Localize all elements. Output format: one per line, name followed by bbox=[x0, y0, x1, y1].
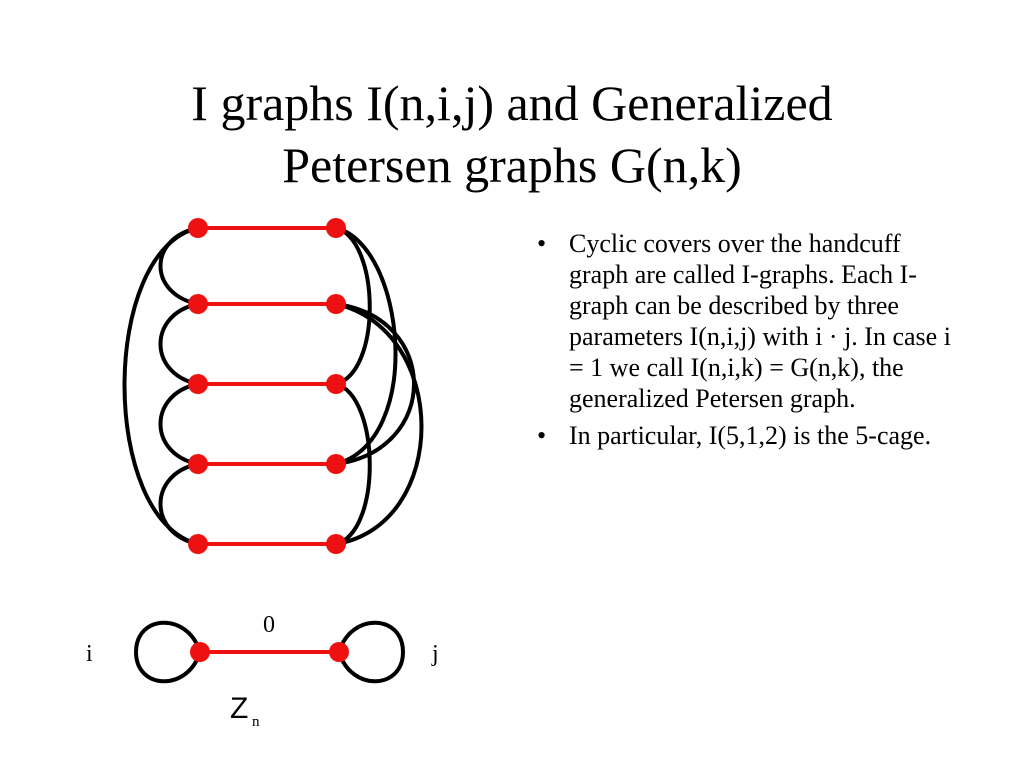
outer-vertex-5 bbox=[326, 534, 346, 554]
outer-arc-2-4 bbox=[335, 302, 416, 466]
inner-arc-5-1 bbox=[122, 226, 199, 546]
bullet-dot: • bbox=[537, 229, 547, 258]
outer-vertex-4 bbox=[326, 454, 346, 474]
inner-vertex-3 bbox=[188, 374, 208, 394]
inner-vertex-1 bbox=[188, 218, 208, 238]
outer-vertex-1 bbox=[326, 218, 346, 238]
graph-vertices bbox=[188, 218, 346, 554]
bullet-item-2: • In particular, I(5,1,2) is the 5-cage. bbox=[535, 420, 955, 451]
group-label-subscript: n bbox=[252, 714, 260, 730]
outer-cycle-edges bbox=[335, 226, 424, 546]
handcuff-edge-label: 0 bbox=[263, 612, 275, 638]
slide-title-line-1: I graphs I(n,i,j) and Generalized bbox=[191, 75, 833, 131]
inner-cycle-edges bbox=[122, 226, 199, 546]
handcuff-right-loop-label: j bbox=[431, 641, 439, 667]
handcuff-right-vertex bbox=[329, 642, 349, 662]
outer-arc-2-5 bbox=[335, 302, 424, 546]
bullet-item-1: • Cyclic covers over the handcuff graph … bbox=[535, 228, 955, 414]
inner-vertex-5 bbox=[188, 534, 208, 554]
group-label: Z bbox=[230, 692, 248, 725]
handcuff-graph: i j 0 Z n bbox=[86, 612, 439, 730]
outer-vertex-3 bbox=[326, 374, 346, 394]
inner-arc-4-5 bbox=[158, 462, 199, 546]
handcuff-left-vertex bbox=[190, 642, 210, 662]
slide-title: I graphs I(n,i,j) and Generalized Peters… bbox=[0, 72, 1024, 196]
inner-arc-3-4 bbox=[158, 382, 199, 466]
inner-arc-2-3 bbox=[158, 302, 199, 386]
bullet-list: • Cyclic covers over the handcuff graph … bbox=[535, 228, 955, 457]
bullet-text-1: Cyclic covers over the handcuff graph ar… bbox=[569, 229, 951, 413]
inner-vertex-2 bbox=[188, 294, 208, 314]
outer-vertex-2 bbox=[326, 294, 346, 314]
inner-vertex-4 bbox=[188, 454, 208, 474]
slide-title-line-2: Petersen graphs G(n,k) bbox=[282, 137, 742, 193]
bullet-dot: • bbox=[537, 421, 547, 450]
outer-arc-3-5 bbox=[335, 382, 372, 546]
inner-arc-1-2 bbox=[158, 226, 199, 306]
handcuff-right-loop bbox=[337, 620, 406, 684]
bullet-text-2: In particular, I(5,1,2) is the 5-cage. bbox=[569, 421, 932, 450]
spoke-edges bbox=[198, 226, 336, 546]
handcuff-left-loop bbox=[133, 620, 202, 684]
handcuff-left-loop-label: i bbox=[86, 641, 93, 667]
outer-arc-1-3 bbox=[335, 226, 372, 386]
